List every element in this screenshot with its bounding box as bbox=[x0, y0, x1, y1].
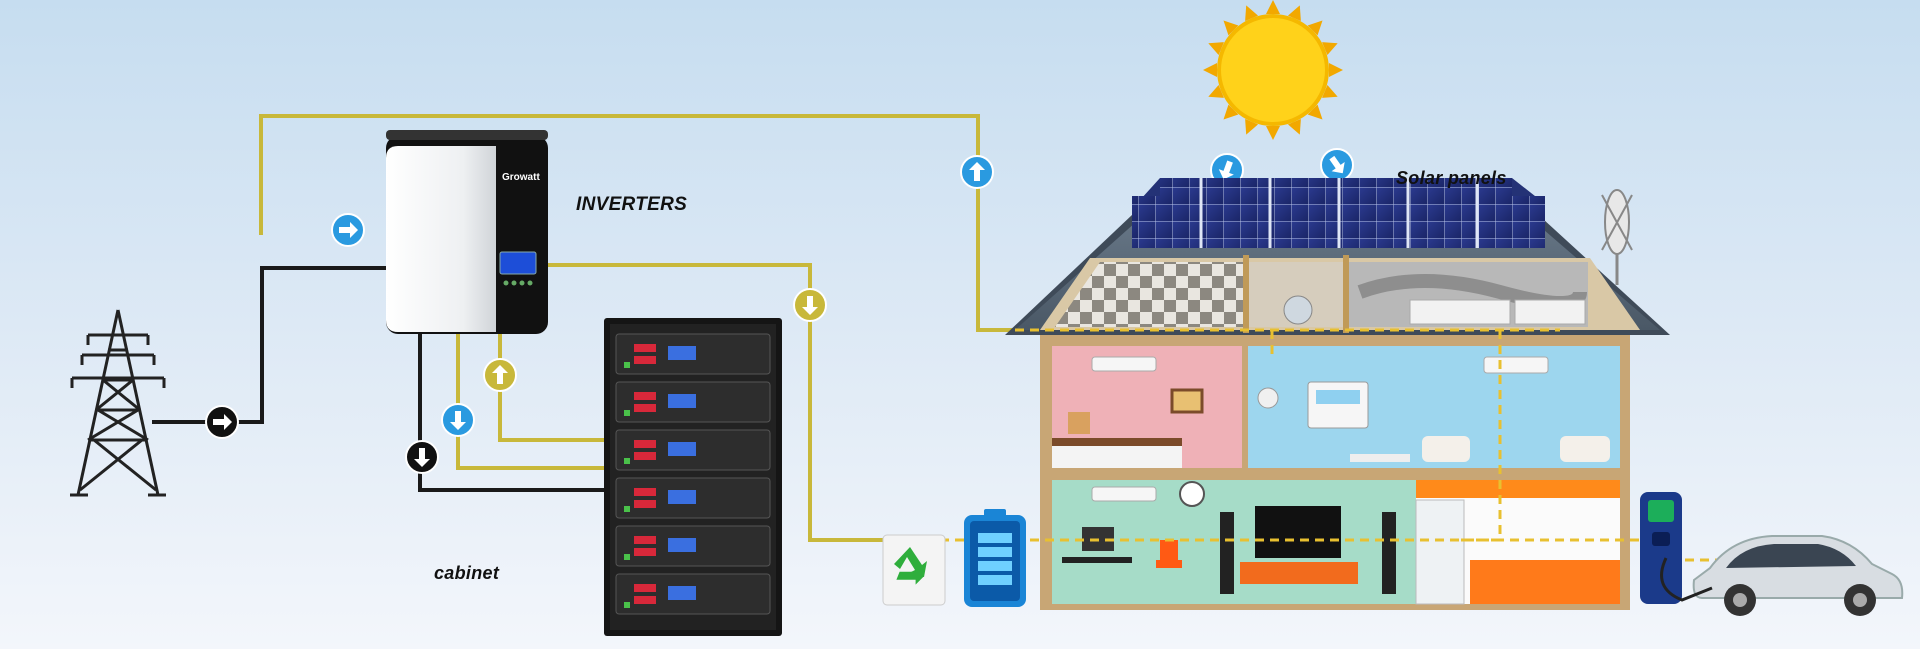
wire-inverter-to-cabinet-a bbox=[456, 330, 606, 470]
arrow-down-icon bbox=[793, 288, 827, 322]
cabinet-label: cabinet bbox=[434, 563, 500, 583]
solar-panels bbox=[1132, 178, 1545, 248]
inverters-label: INVERTERS bbox=[576, 194, 688, 215]
arrow-down-icon bbox=[405, 440, 439, 474]
flow-arrows bbox=[205, 148, 1354, 474]
ev-charger-icon bbox=[1640, 492, 1682, 604]
sun-icon bbox=[1203, 0, 1343, 140]
battery-module bbox=[615, 525, 771, 567]
house bbox=[940, 178, 1760, 610]
inverter-display bbox=[499, 251, 537, 275]
inverter-unit: Growatt bbox=[386, 130, 548, 334]
arrow-right-icon bbox=[331, 213, 365, 247]
battery-modules bbox=[615, 333, 771, 615]
solar-panels-label: Solar panels bbox=[1396, 168, 1507, 188]
wire-grid-to-inverter bbox=[152, 266, 388, 424]
battery-icon bbox=[964, 509, 1026, 607]
inverter-brand-logo: Growatt bbox=[502, 172, 540, 183]
arrow-up-icon bbox=[960, 155, 994, 189]
wire-inverter-to-cabinet-b bbox=[498, 330, 606, 442]
inverter-status-leds bbox=[503, 280, 533, 286]
wind-turbine-icon bbox=[1601, 189, 1633, 285]
arrow-down-icon bbox=[441, 403, 475, 437]
recycle-icon bbox=[882, 534, 946, 606]
arrow-right-icon bbox=[205, 405, 239, 439]
battery-module bbox=[615, 333, 771, 375]
battery-module bbox=[615, 477, 771, 519]
sun-arrow-down-icon bbox=[1320, 148, 1354, 182]
battery-module bbox=[615, 573, 771, 615]
wire-inverter-to-house bbox=[548, 263, 940, 542]
transmission-tower-icon bbox=[70, 309, 166, 497]
battery-cabinet bbox=[604, 318, 782, 636]
wire-inverter-to-cabinet-dc bbox=[418, 330, 606, 492]
arrow-up-icon bbox=[483, 358, 517, 392]
battery-module bbox=[615, 381, 771, 423]
battery-module bbox=[615, 429, 771, 471]
car-icon bbox=[1660, 535, 1904, 616]
wire-inverter-to-roof bbox=[259, 114, 1015, 332]
